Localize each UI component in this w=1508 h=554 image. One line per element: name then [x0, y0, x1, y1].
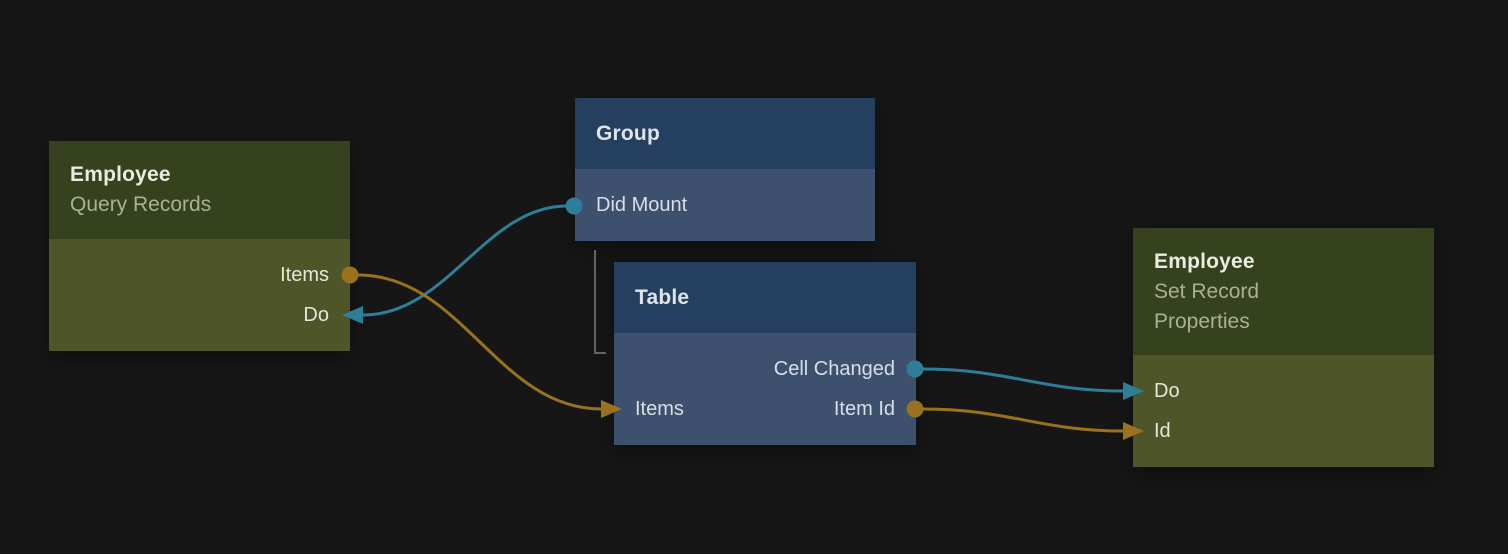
- node-header: Employee Set Record Properties: [1133, 228, 1434, 355]
- node-employee-query-records[interactable]: Employee Query Records Items Do: [49, 141, 350, 351]
- port-dot-did-mount[interactable]: [565, 197, 583, 215]
- node-header: Employee Query Records: [49, 141, 350, 239]
- node-table[interactable]: Table Cell Changed Items Item Id: [614, 262, 916, 445]
- port-dot-cell-changed[interactable]: [906, 360, 924, 378]
- wire-didmount-to-do[interactable]: [361, 204, 569, 317]
- port-id-input[interactable]: Id: [1133, 411, 1434, 451]
- arrowhead-id-set-record: [1123, 422, 1144, 440]
- port-dot-items-output[interactable]: [341, 266, 359, 284]
- node-title: Table: [635, 285, 690, 309]
- node-employee-set-record-properties[interactable]: Employee Set Record Properties Do Id: [1133, 228, 1434, 467]
- port-dot-item-id[interactable]: [906, 400, 924, 418]
- node-group[interactable]: Group Did Mount: [575, 98, 875, 241]
- port-label: Items: [280, 263, 329, 286]
- node-title: Group: [596, 121, 660, 145]
- hierarchy-elbow-group-table: [594, 250, 606, 354]
- node-header: Table: [614, 262, 916, 333]
- port-label: Cell Changed: [773, 357, 895, 380]
- port-row-items-itemid[interactable]: Items Item Id: [614, 389, 916, 429]
- port-do-input[interactable]: Do: [49, 295, 350, 335]
- port-did-mount-output[interactable]: Did Mount: [575, 185, 875, 225]
- arrowhead-do-query-records: [342, 306, 363, 324]
- port-label: Do: [303, 303, 329, 326]
- wire-cellchanged-to-do[interactable]: [922, 367, 1125, 393]
- arrowhead-table-items: [601, 400, 622, 418]
- port-label: Do: [1154, 379, 1180, 402]
- node-body: Cell Changed Items Item Id: [614, 333, 916, 445]
- node-header: Group: [575, 98, 875, 169]
- port-label: Did Mount: [596, 193, 688, 216]
- node-title: Employee: [70, 163, 171, 186]
- port-items-output[interactable]: Items: [49, 255, 350, 295]
- port-cell-changed-output[interactable]: Cell Changed: [614, 349, 916, 389]
- node-title: Employee: [1154, 249, 1255, 273]
- node-body: Did Mount: [575, 169, 875, 241]
- node-body: Do Id: [1133, 355, 1434, 467]
- wire-itemid-to-id[interactable]: [922, 407, 1125, 433]
- port-item-id-output[interactable]: Item Id: [833, 397, 895, 420]
- arrowhead-do-set-record: [1123, 382, 1144, 400]
- port-items-input[interactable]: Items: [635, 397, 684, 420]
- node-subtitle: Set Record Properties: [1154, 279, 1260, 333]
- port-label: Id: [1154, 419, 1171, 442]
- port-do-input[interactable]: Do: [1133, 371, 1434, 411]
- node-body: Items Do: [49, 239, 350, 351]
- node-subtitle: Query Records: [70, 193, 212, 216]
- wire-items-to-table-items[interactable]: [356, 273, 603, 411]
